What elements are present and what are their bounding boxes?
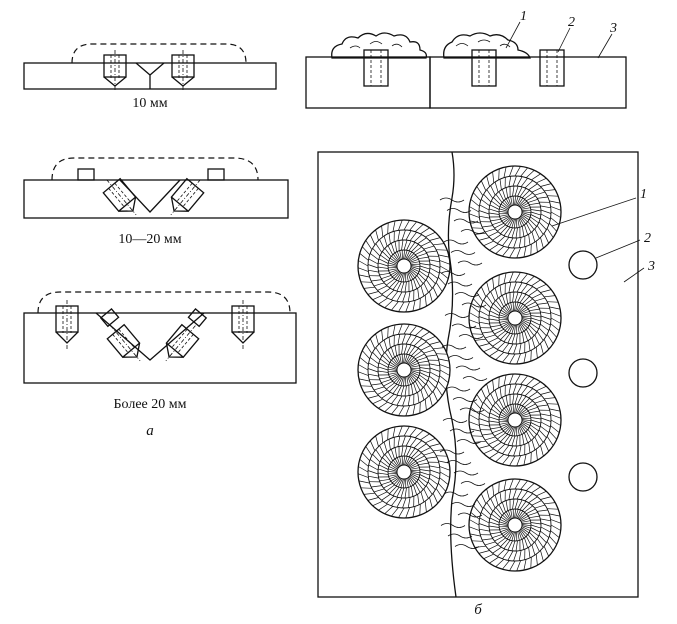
section-view: 1 2 3	[305, 9, 627, 109]
section-callout-3: 3	[609, 21, 617, 36]
stud-plan-1	[568, 250, 598, 280]
spatter-line	[440, 271, 466, 276]
section-callout-1: 1	[520, 9, 527, 24]
plan-callout-1: 1	[640, 187, 647, 202]
spatter-line	[449, 428, 475, 434]
variant-label-10-20mm: 10—20 мм	[118, 232, 181, 247]
spatter-line	[445, 386, 471, 392]
stud-plan-3	[568, 462, 598, 492]
spatter-line	[446, 460, 472, 465]
spatter-line	[450, 502, 476, 507]
stud-right	[171, 50, 195, 92]
stud-inclined-right	[170, 177, 205, 216]
weld-spot	[468, 165, 562, 259]
spatter-line	[457, 260, 483, 266]
plan-callout-2: 2	[644, 231, 651, 246]
spatter-line	[462, 376, 488, 381]
plan-view: 1 2 3	[317, 151, 655, 598]
spatter-line	[453, 218, 479, 224]
spatter-line	[455, 365, 481, 371]
stud-left	[103, 50, 127, 92]
weld-spot	[468, 373, 562, 467]
stud-section-3	[539, 49, 565, 87]
spatter-line	[452, 397, 478, 402]
spatter-line	[459, 407, 485, 413]
spatter-line	[453, 470, 479, 476]
spatter-line	[454, 292, 480, 297]
spatter-line	[446, 208, 472, 213]
spatter-line	[454, 544, 480, 549]
plan-frame	[317, 151, 639, 598]
stud-plan-2	[568, 358, 598, 388]
weld-spot	[357, 323, 451, 417]
spatter-line	[443, 239, 469, 245]
variant-10-20mm: 10—20 мм	[23, 157, 289, 247]
variant-10mm: 10 мм	[23, 43, 277, 111]
spatter-line	[461, 302, 487, 308]
weld-bead-left	[331, 32, 428, 59]
stud-section-2	[471, 49, 497, 87]
plan-callout-3: 3	[647, 259, 655, 274]
variant-label-over-20mm: Более 20 мм	[114, 397, 187, 412]
variant-over-20mm: Более 20 мм	[23, 291, 297, 412]
panel-b-caption: б	[474, 602, 482, 618]
spatter-line	[444, 313, 470, 318]
spatter-lines	[439, 197, 488, 549]
weld-spot	[357, 219, 451, 313]
weld-spots	[357, 165, 562, 572]
weld-spot	[468, 271, 562, 365]
stud-center-left	[106, 323, 141, 362]
weld-bead-right	[443, 32, 531, 59]
panel-a-caption: а	[146, 423, 154, 439]
spatter-line	[440, 523, 466, 528]
section-callout-2: 2	[568, 15, 575, 30]
spatter-line	[450, 250, 476, 255]
stud-edge-left	[55, 300, 79, 350]
weld-spot	[357, 425, 451, 519]
stud-inclined-left	[102, 177, 137, 216]
spatter-line	[442, 418, 468, 423]
spatter-line	[448, 355, 474, 360]
spatter-line	[441, 344, 467, 350]
weld-spot	[468, 478, 562, 572]
variant-label-10mm: 10 мм	[132, 96, 167, 111]
stud-section-1	[363, 49, 389, 87]
spatter-line	[451, 323, 477, 329]
spatter-line	[458, 334, 484, 339]
spatter-line	[460, 229, 486, 234]
spatter-line	[447, 281, 473, 287]
spatter-line	[439, 449, 465, 455]
spatter-line	[447, 533, 473, 539]
spatter-line	[456, 439, 482, 444]
stud-center-right	[165, 323, 200, 362]
spatter-line	[439, 197, 465, 203]
stud-edge-right	[231, 300, 255, 350]
spatter-line	[460, 481, 486, 486]
spatter-line	[457, 512, 483, 518]
spatter-line	[443, 491, 469, 497]
